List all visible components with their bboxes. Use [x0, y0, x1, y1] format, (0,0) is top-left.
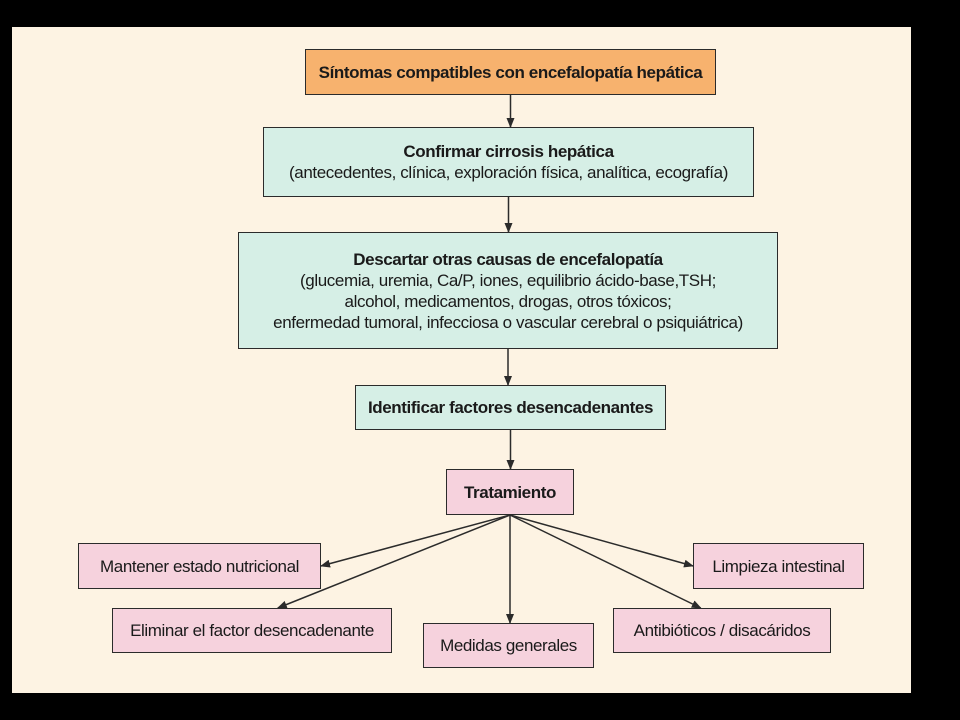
node-discard-detail-line-2: alcohol, medicamentos, drogas, otros tóx… [344, 291, 672, 311]
node-discard-detail-line-1: (glucemia, uremia, Ca/P, iones, equilibr… [300, 270, 716, 290]
node-general-measures: Medidas generales [423, 623, 594, 668]
node-confirm-title: Confirmar cirrosis hepática [403, 142, 614, 161]
connector-layer [276, 95, 702, 624]
node-antibiotics-title: Antibióticos / disacáridos [633, 621, 811, 640]
node-eliminate-title: Eliminar el factor desencadenante [130, 621, 374, 640]
node-discard-detail-line-3: enfermedad tumoral, infecciosa o vascula… [273, 312, 743, 332]
node-intestinal-cleansing: Limpieza intestinal [693, 543, 864, 589]
node-nutritional-status: Mantener estado nutricional [78, 543, 321, 589]
node-nutrition-title: Mantener estado nutricional [100, 556, 299, 576]
diagram-panel: Síntomas compatibles con encefalopatía h… [12, 27, 911, 693]
node-treatment: Tratamiento [446, 469, 574, 515]
node-general-title: Medidas generales [440, 636, 577, 655]
node-discard-title: Descartar otras causas de encefalopatía [353, 249, 663, 269]
node-treatment-title: Tratamiento [464, 482, 556, 502]
node-start-symptoms: Síntomas compatibles con encefalopatía h… [305, 49, 716, 95]
node-confirm-detail: (antecedentes, clínica, exploración físi… [289, 163, 728, 182]
arrow-treatment-to-eliminate [276, 514, 511, 609]
node-cleansing-title: Limpieza intestinal [712, 556, 845, 576]
node-start-title: Síntomas compatibles con encefalopatía h… [318, 62, 703, 82]
node-eliminate-trigger: Eliminar el factor desencadenante [112, 608, 392, 653]
arrow-treatment-to-cleansing [509, 514, 694, 568]
node-identify-triggers: Identificar factores desencadenantes [355, 385, 666, 430]
node-antibiotics-disaccharides: Antibióticos / disacáridos [613, 608, 831, 653]
arrow-treatment-to-antibiotics [509, 514, 702, 609]
node-confirm-cirrhosis: Confirmar cirrosis hepática (antecedente… [263, 127, 754, 197]
node-discard-other-causes: Descartar otras causas de encefalopatía … [238, 232, 778, 349]
node-identify-title: Identificar factores desencadenantes [367, 398, 654, 417]
arrow-treatment-to-nutrition [320, 514, 511, 568]
